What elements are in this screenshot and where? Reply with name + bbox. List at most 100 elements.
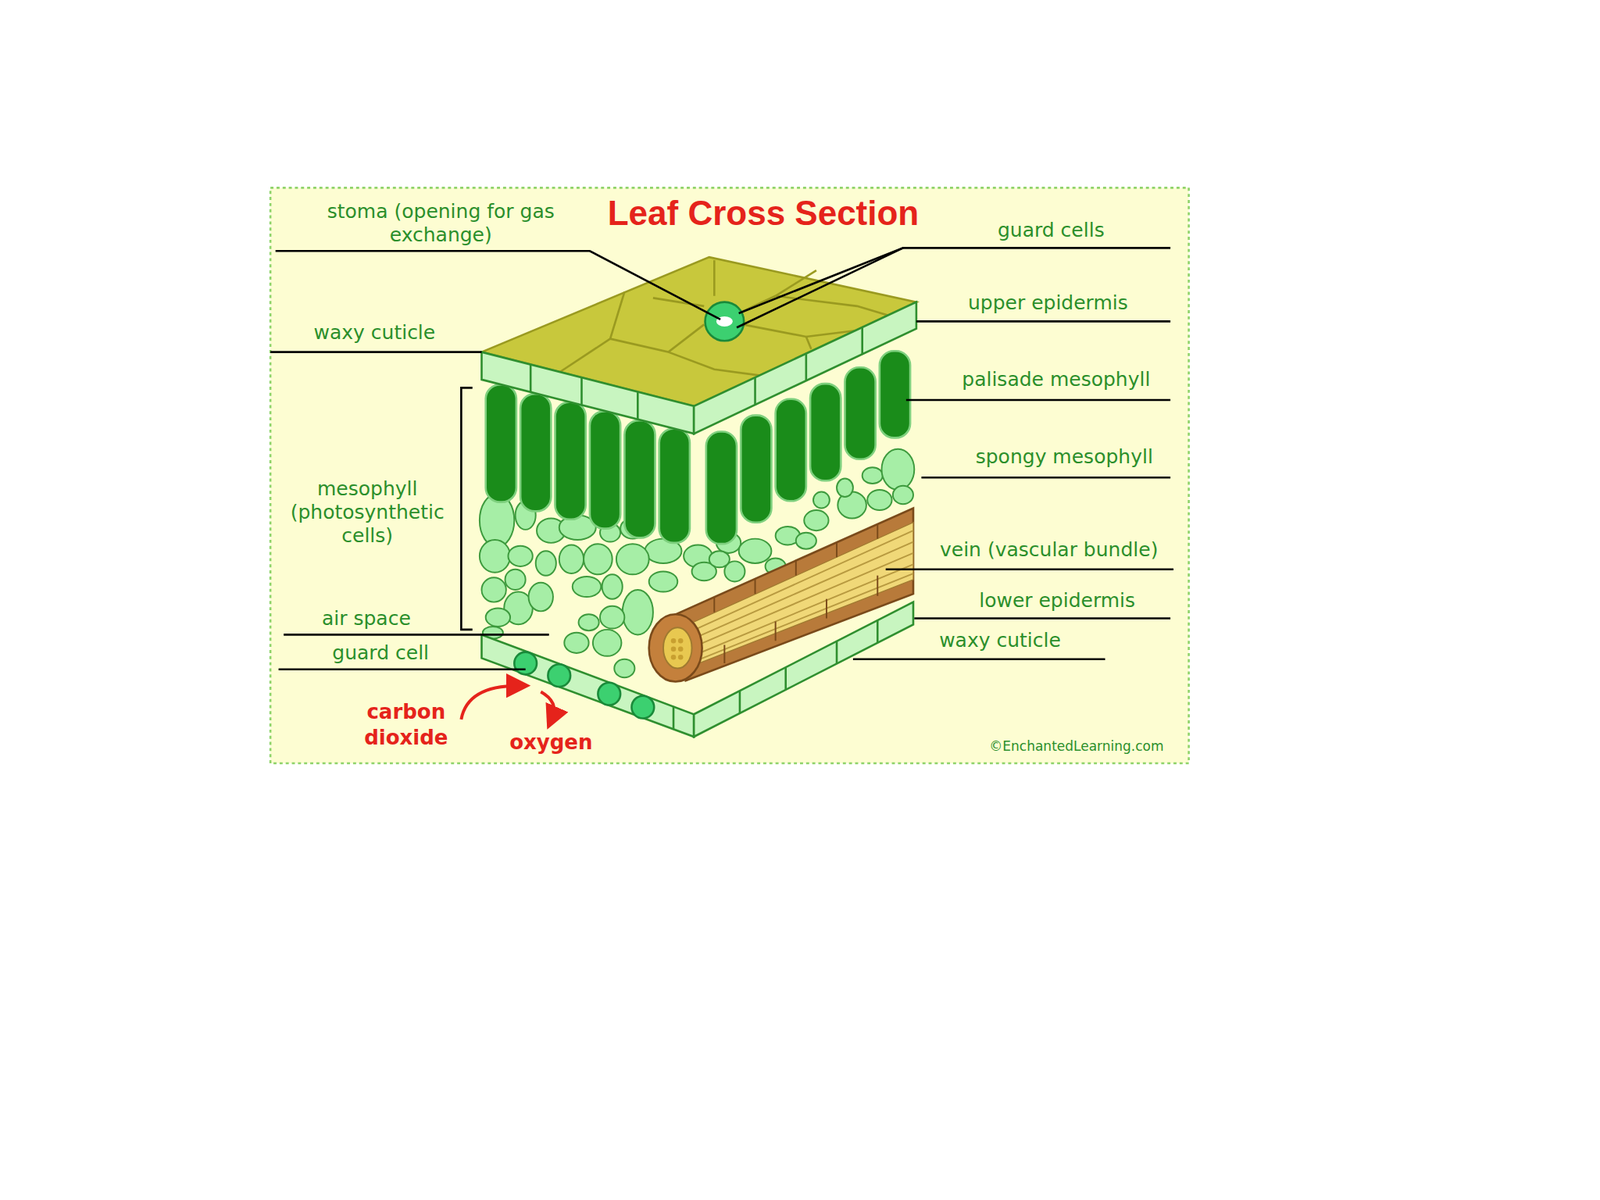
guard-cell bbox=[631, 696, 654, 719]
vein-bundle bbox=[671, 646, 677, 652]
gas-arrow bbox=[460, 685, 518, 720]
lower-epidermis bbox=[693, 602, 914, 737]
upper-epidermis bbox=[775, 296, 889, 316]
part-label: waxy cuticle bbox=[939, 628, 1061, 653]
spongy-cell bbox=[867, 489, 892, 511]
part-label: mesophyll (photosynthetic cells) bbox=[277, 477, 458, 548]
vein-bundle bbox=[663, 627, 693, 668]
lower-epidermis bbox=[835, 640, 839, 664]
spongy-cell bbox=[592, 629, 622, 657]
leader-line bbox=[283, 633, 550, 636]
vein-bundle bbox=[825, 599, 828, 619]
leader-line bbox=[906, 399, 1171, 402]
spongy-cell bbox=[559, 544, 584, 574]
spongy-cell bbox=[813, 492, 830, 509]
part-label: waxy cuticle bbox=[313, 321, 436, 345]
vein-bundle bbox=[683, 530, 914, 665]
gas-label: carbon dioxide bbox=[339, 699, 473, 750]
palisade-cell bbox=[589, 410, 621, 529]
vein-bundle bbox=[678, 646, 684, 652]
leader-line bbox=[921, 476, 1171, 479]
vein-bundle bbox=[671, 638, 677, 644]
upper-epidermis bbox=[481, 257, 916, 434]
leader-line bbox=[275, 250, 721, 320]
part-label: palisade mesophyll bbox=[961, 367, 1150, 392]
spongy-cell bbox=[649, 571, 679, 592]
upper-epidermis bbox=[806, 336, 812, 350]
part-label: guard cell bbox=[332, 641, 429, 665]
upper-epidermis bbox=[653, 297, 704, 306]
vein-bundle bbox=[678, 638, 684, 644]
upper-epidermis bbox=[636, 392, 640, 420]
guard-cell bbox=[547, 664, 571, 687]
leader-line bbox=[278, 668, 526, 672]
copyright-note: ©EnchantedLearning.com bbox=[989, 738, 1164, 754]
vein-bundle bbox=[684, 564, 914, 659]
spongy-cell bbox=[836, 478, 854, 498]
spongy-cell bbox=[485, 607, 511, 627]
vein-bundle bbox=[649, 507, 914, 682]
lower-epidermis bbox=[739, 690, 742, 714]
vein-bundle bbox=[775, 621, 777, 641]
spongy-cell bbox=[535, 550, 557, 575]
part-label: upper epidermis bbox=[967, 291, 1129, 315]
lower-epidermis bbox=[481, 602, 913, 737]
vein-bundle bbox=[649, 614, 703, 682]
palisade-cell bbox=[624, 420, 655, 538]
palisade-cell bbox=[555, 402, 586, 520]
palisade-cell bbox=[485, 384, 517, 502]
bracket bbox=[460, 387, 472, 630]
upper-epidermis bbox=[753, 377, 757, 405]
leader-line bbox=[885, 568, 1174, 572]
vein-bundle bbox=[876, 524, 879, 539]
spongy-cell bbox=[528, 582, 554, 612]
upper-epidermis bbox=[860, 327, 864, 354]
palisade-cell bbox=[844, 367, 875, 460]
spongy-cell bbox=[616, 543, 650, 575]
lower-epidermis bbox=[784, 667, 787, 690]
frame bbox=[270, 187, 1190, 764]
spongy-cell bbox=[505, 569, 526, 590]
vein-bundle bbox=[671, 638, 684, 660]
leader-line bbox=[736, 247, 904, 328]
spongy-cell bbox=[803, 510, 829, 531]
gas-label: oxygen bbox=[509, 728, 593, 755]
upper-epidermis bbox=[610, 324, 704, 352]
upper-epidermis bbox=[693, 302, 917, 434]
palisade-cell bbox=[740, 415, 772, 523]
spongy-cell bbox=[578, 614, 600, 631]
spongy-cell bbox=[622, 589, 654, 635]
diagram-title: Leaf Cross Section bbox=[607, 192, 920, 235]
spongy-cell bbox=[583, 543, 613, 575]
upper-epidermis bbox=[705, 302, 745, 342]
lower-epidermis bbox=[876, 620, 879, 643]
frame bbox=[270, 187, 1190, 764]
upper-epidermis bbox=[529, 364, 533, 392]
spongy-cell bbox=[796, 532, 817, 550]
spongy-cell bbox=[600, 606, 625, 629]
vein-bundle bbox=[835, 542, 838, 558]
palisade-cell bbox=[706, 431, 737, 544]
spongy-cell bbox=[564, 632, 589, 654]
palisade-cell bbox=[659, 428, 690, 543]
guard-cell bbox=[597, 682, 621, 706]
part-label: stoma (opening for gas exchange) bbox=[323, 200, 558, 247]
leader-line bbox=[270, 247, 1174, 669]
spongy-cell bbox=[862, 467, 883, 484]
upper-epidermis bbox=[713, 260, 716, 297]
vein-bundle bbox=[681, 522, 913, 669]
upper-epidermis bbox=[530, 327, 862, 420]
spongy-cell bbox=[892, 485, 914, 505]
part-label: lower epidermis bbox=[978, 589, 1136, 613]
palisade-cell bbox=[810, 383, 841, 481]
upper-epidermis bbox=[742, 324, 856, 337]
lower-epidermis bbox=[672, 706, 675, 730]
upper-epidermis bbox=[668, 352, 761, 376]
palisade-cell bbox=[775, 399, 807, 502]
part-label: guard cells bbox=[997, 218, 1105, 243]
vein-bundle bbox=[795, 560, 797, 576]
leader-line bbox=[853, 657, 1106, 661]
vein-bundle bbox=[876, 575, 879, 597]
